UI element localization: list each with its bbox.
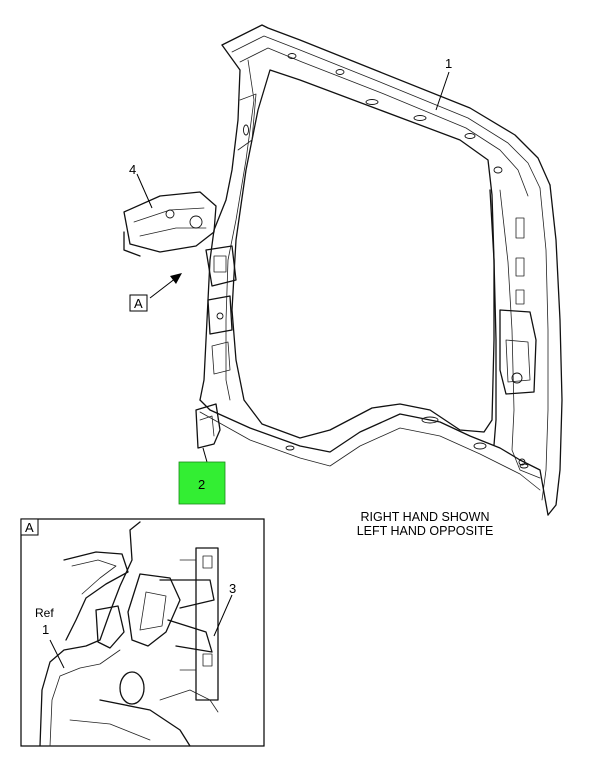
ref-leader-line [49, 639, 65, 669]
detail-frame [20, 518, 265, 747]
orientation-note: RIGHT HAND SHOWN LEFT HAND OPPOSITE [357, 510, 494, 538]
a-pillar-outer [199, 44, 241, 401]
front-pillar-brackets [205, 93, 257, 375]
leader-line-4 [136, 173, 153, 209]
view-a-arrowhead [170, 273, 182, 284]
sill-slots [285, 416, 529, 469]
callout-2: 2 [198, 477, 205, 492]
rear-pillar-edge [539, 187, 549, 501]
door-frame-assembly [123, 24, 563, 516]
ref-word: Ref [35, 606, 54, 620]
rear-pillar-panel [499, 189, 541, 479]
roof-rail-holes [287, 53, 503, 174]
a-pillar-edge [225, 59, 255, 401]
leader-line-3 [213, 594, 233, 637]
view-a-arrow-line [149, 277, 177, 299]
leader-line-1 [435, 71, 450, 111]
detail-view-a: A 3 Ref 1 [20, 518, 265, 747]
rear-pillar-outer [547, 184, 563, 516]
ref-1-group: Ref 1 [35, 606, 65, 669]
callout-4-group: 4 [129, 162, 153, 209]
roof-rail-outer [221, 24, 551, 186]
view-a-box [129, 294, 148, 312]
callout-2-group: 2 [178, 447, 226, 505]
detail-tag-label: A [25, 520, 34, 535]
lower-bracket [195, 403, 221, 449]
detail-artwork [39, 521, 219, 747]
rocker-flange [199, 411, 541, 491]
roof-rail-inner [231, 35, 541, 189]
callout-3: 3 [229, 581, 236, 596]
view-a-pointer: A [129, 273, 182, 312]
callout-1: 1 [445, 56, 452, 71]
callout-1-group: 1 [435, 56, 452, 111]
note-line-1: RIGHT HAND SHOWN [361, 510, 490, 524]
detail-tag-box [20, 518, 39, 536]
highlight-box-2 [178, 461, 226, 505]
front-upper-bracket [123, 191, 217, 257]
view-a-label: A [134, 296, 143, 311]
roof-rail-flange [239, 47, 529, 197]
rear-pillar-details [499, 217, 537, 466]
callout-3-group: 3 [213, 581, 236, 637]
door-opening [231, 69, 495, 439]
note-line-2: LEFT HAND OPPOSITE [357, 524, 494, 538]
ref-number: 1 [42, 622, 49, 637]
callout-4: 4 [129, 162, 136, 177]
leader-line-2 [202, 447, 208, 463]
